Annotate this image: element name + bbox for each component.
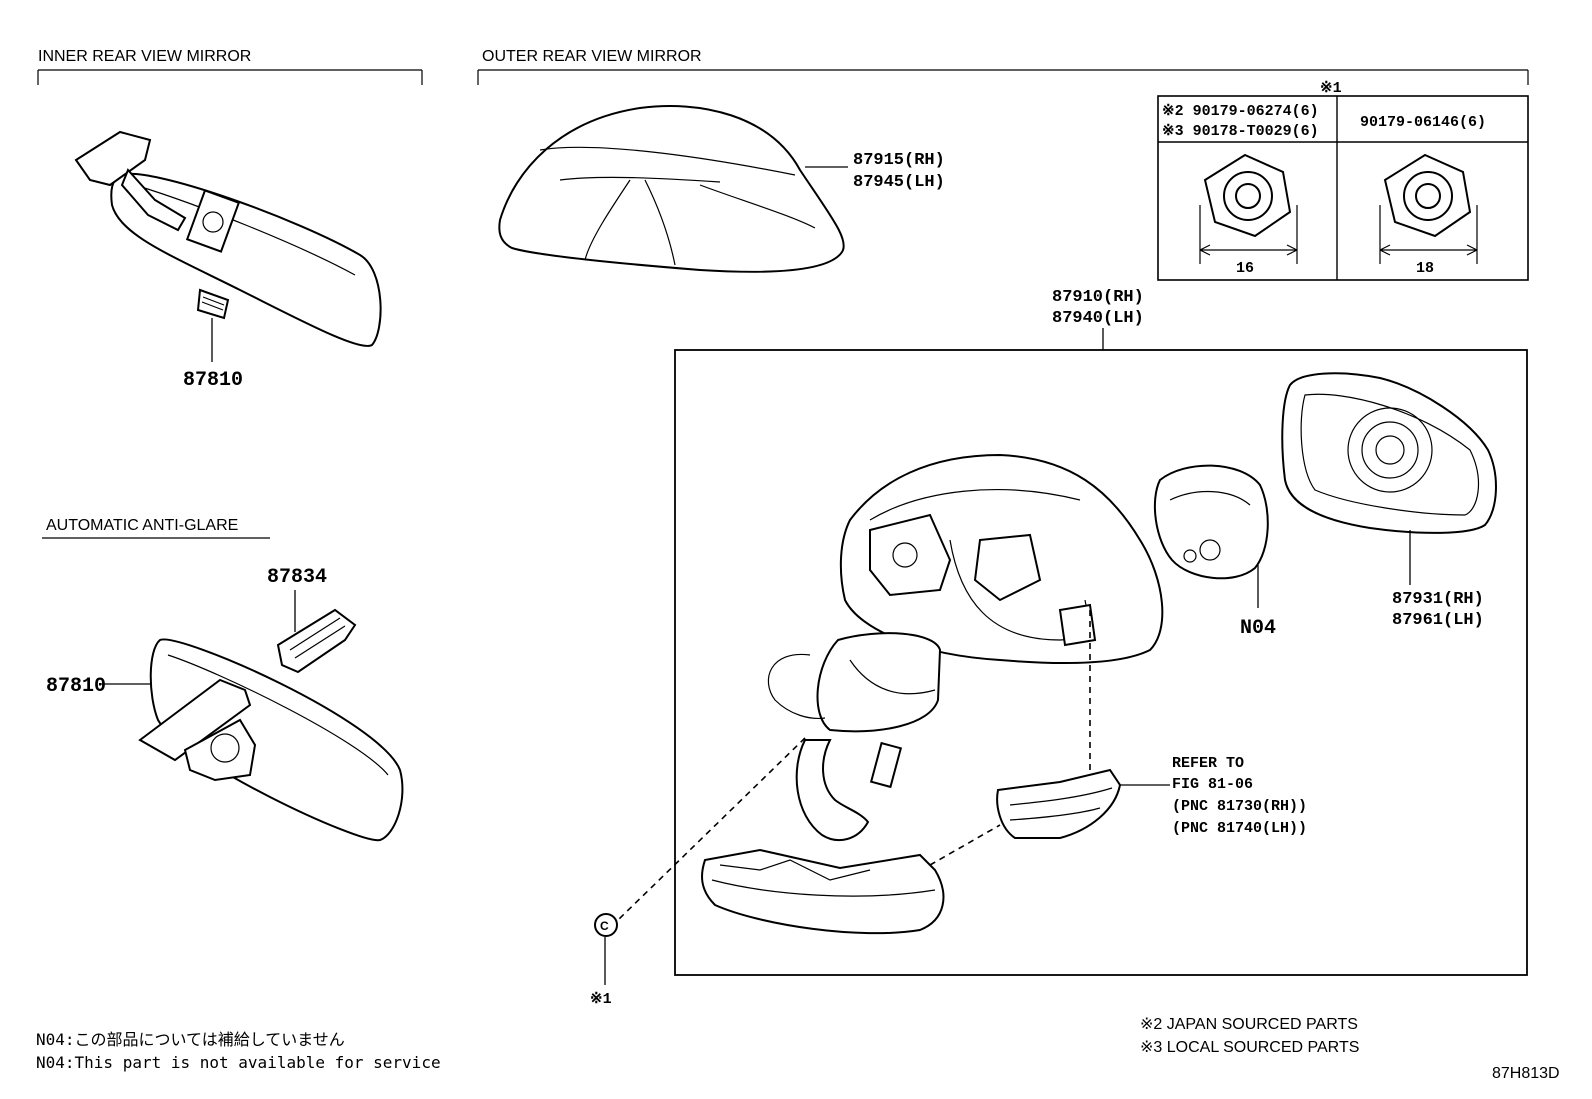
- bracket-87834-illustration: [276, 608, 357, 674]
- outer-section-bracket: [477, 69, 1529, 85]
- mirror-assy-box: [674, 349, 1528, 976]
- nut-16-size: 16: [1236, 260, 1254, 277]
- note-japan-sourced: ※2 JAPAN SOURCED PARTS: [1140, 1016, 1358, 1033]
- nut-18-size: 18: [1416, 260, 1434, 277]
- mirror-glass-illustration: [1281, 372, 1497, 534]
- mirror-assy-lh-part-number: 87940(LH): [1052, 309, 1144, 328]
- mirror-housing-illustration: [767, 453, 1164, 842]
- anti-glare-mirror-illustration: [138, 638, 404, 842]
- anti-glare-mirror-part-number: 87810: [46, 675, 106, 698]
- nut-table: [1157, 95, 1529, 281]
- refer-to-label: REFER TO: [1172, 755, 1244, 772]
- mirror-cover-lh-part-number: 87945(LH): [853, 173, 945, 192]
- clip-nut-marker: ※1: [590, 991, 612, 1008]
- nut-local-part-number: ※3 90178-T0029(6): [1162, 123, 1319, 140]
- mirror-cover-rh-part-number: 87915(RH): [853, 151, 945, 170]
- refer-pnc-lh: (PNC 81740(LH)): [1172, 820, 1307, 837]
- outer-mirror-section-title: OUTER REAR VIEW MIRROR: [482, 48, 702, 65]
- mirror-glass-rh-part-number: 87931(RH): [1392, 590, 1484, 609]
- inner-mirror-section-title: INNER REAR VIEW MIRROR: [38, 48, 251, 65]
- nut-right-part-number: 90179-06146(6): [1360, 114, 1486, 131]
- note-japanese: N04:この部品については補給していません: [36, 1030, 345, 1049]
- figure-code: 87H813D: [1492, 1065, 1560, 1082]
- mirror-motor-illustration: [1153, 464, 1269, 580]
- bracket-part-number: 87834: [267, 566, 327, 589]
- assembly-line-cover-lamp: [929, 824, 1001, 866]
- mirror-assy-rh-part-number: 87910(RH): [1052, 288, 1144, 307]
- inner-mirror-part-number: 87810: [183, 369, 243, 392]
- note-english: N04:This part is not available for servi…: [36, 1053, 441, 1072]
- svg-text:C: C: [600, 919, 609, 933]
- clip-nut-icon: C: [594, 913, 618, 937]
- note-local-sourced: ※3 LOCAL SOURCED PARTS: [1140, 1039, 1359, 1056]
- mirror-cover-illustration: [498, 105, 845, 273]
- inner-mirror-illustration: [74, 130, 382, 347]
- refer-fig-label: FIG 81-06: [1172, 776, 1253, 793]
- turn-signal-lamp-illustration: [996, 768, 1122, 839]
- mirror-glass-lh-part-number: 87961(LH): [1392, 611, 1484, 630]
- nut-18-icon: [1379, 153, 1478, 264]
- refer-pnc-rh: (PNC 81730(RH)): [1172, 798, 1307, 815]
- nut-japan-part-number: ※2 90179-06274(6): [1162, 103, 1319, 120]
- inner-section-bracket: [37, 69, 423, 85]
- under-cover-illustration: [701, 848, 945, 935]
- nut-16-icon: [1199, 153, 1298, 264]
- motor-part-number: N04: [1240, 617, 1276, 640]
- anti-glare-section-title: AUTOMATIC ANTI-GLARE: [46, 517, 238, 534]
- nut-table-ref-marker: ※1: [1320, 80, 1342, 97]
